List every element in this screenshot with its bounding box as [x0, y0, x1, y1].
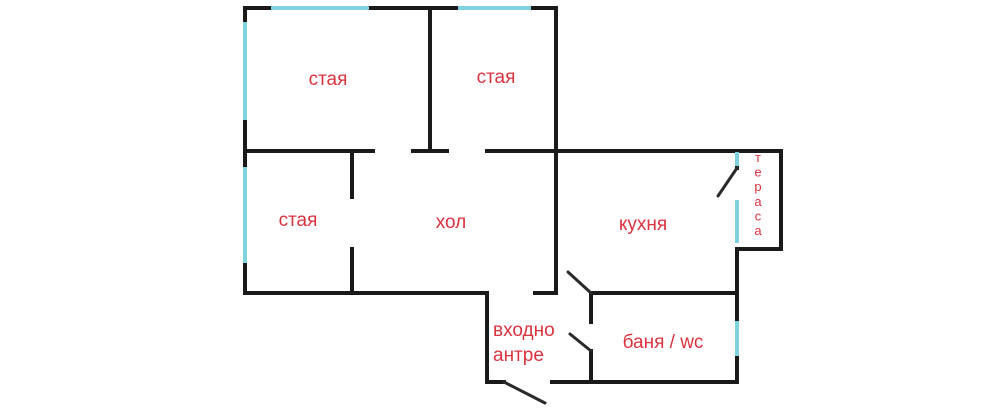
label-room-top-right: стая [477, 67, 516, 88]
door-terrace [716, 166, 739, 198]
label-entrance-line1: входно [493, 320, 555, 341]
door-kitchen [566, 270, 593, 295]
label-room-left: стая [279, 210, 318, 231]
wall-entrance-left [485, 291, 506, 384]
door-bathroom [568, 332, 593, 353]
label-hall: хол [436, 212, 467, 233]
label-room-top-left: стая [309, 69, 348, 90]
label-terrace-letter: а [754, 223, 762, 238]
label-terrace-letter: а [754, 194, 762, 209]
label-terrace-letter: р [754, 179, 761, 194]
label-terrace-letter: е [754, 165, 761, 180]
label-terrace-letter: т [755, 150, 761, 165]
label-bathroom: баня / wc [623, 332, 704, 353]
doors [502, 166, 739, 405]
windows [243, 6, 739, 356]
label-kitchen: кухня [619, 214, 667, 235]
label-terrace-letter: с [755, 208, 762, 223]
wall-kitchen-top [554, 149, 783, 251]
room-labels: стая стая стая хол кухня входно антре ба… [279, 67, 763, 366]
label-entrance-line2: антре [493, 345, 544, 366]
door-entrance [502, 380, 547, 405]
